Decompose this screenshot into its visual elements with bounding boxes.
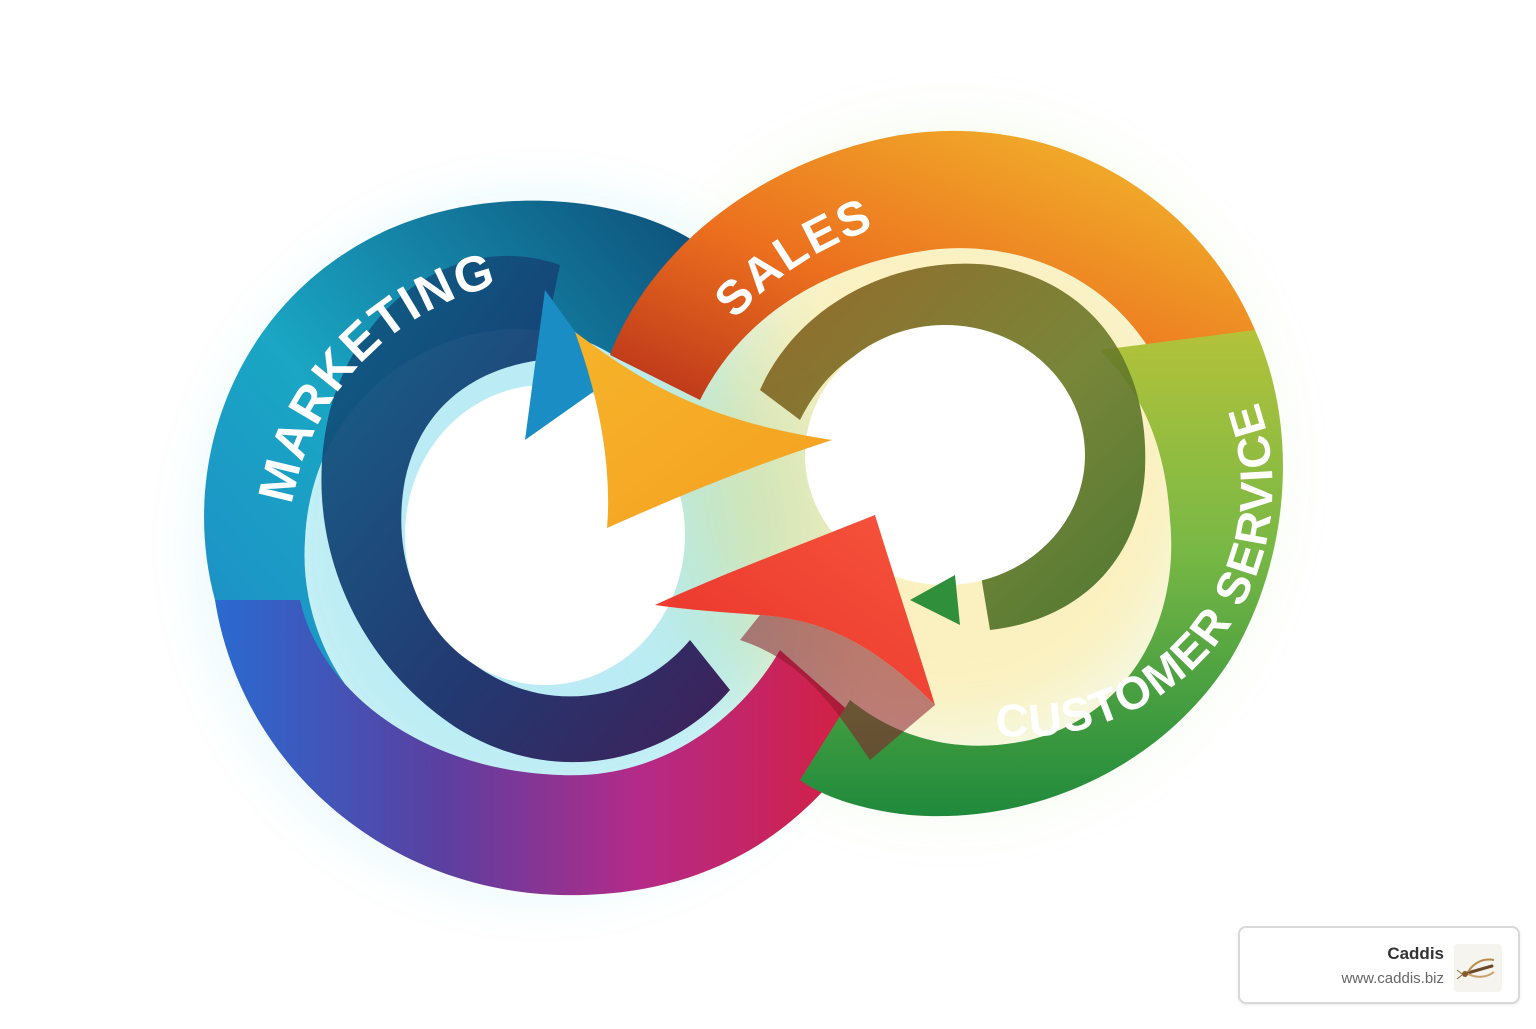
brand-url[interactable]: www.caddis.biz bbox=[1341, 970, 1444, 987]
bottom-left-band bbox=[215, 600, 870, 896]
customer-service-arrowhead bbox=[910, 575, 960, 625]
caddis-fly-icon bbox=[1454, 944, 1502, 992]
brand-card[interactable]: Caddis www.caddis.biz bbox=[1238, 926, 1520, 1004]
red-band-shadow bbox=[740, 615, 935, 760]
customer-service-arrow bbox=[655, 515, 935, 705]
brand-name: Caddis bbox=[1387, 944, 1444, 963]
marketing-band bbox=[204, 200, 700, 790]
sales-band bbox=[610, 130, 1255, 400]
marketing-arrowhead bbox=[525, 290, 610, 440]
marketing-inner-band bbox=[321, 255, 730, 763]
sales-arrow bbox=[575, 332, 832, 528]
customer-service-band bbox=[800, 330, 1283, 817]
